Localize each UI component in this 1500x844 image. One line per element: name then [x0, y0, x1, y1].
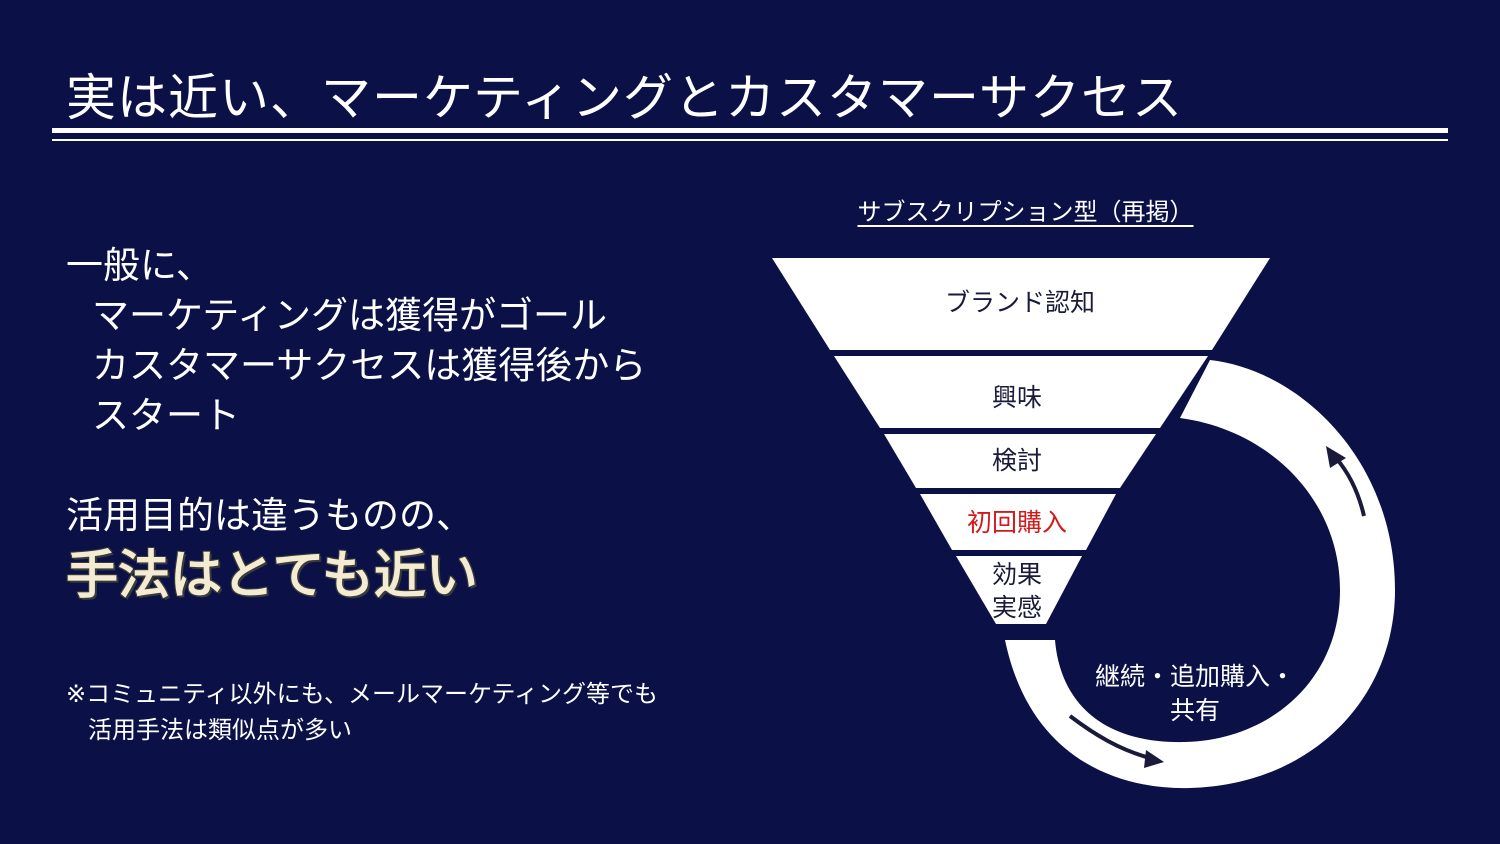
funnel-layer-awareness	[772, 258, 1270, 350]
title-underline-thin	[52, 139, 1448, 141]
marketing-text: マーケティングは獲得がゴール	[92, 294, 608, 337]
loop-band	[1005, 360, 1395, 789]
stage-first-purchase: 初回購入	[966, 508, 1067, 537]
purpose-text: 活用目的は違うものの、	[66, 494, 473, 537]
stage-effect-1: 効果	[991, 560, 1042, 589]
emphasis-text: 手法はとても近い	[66, 546, 478, 606]
stage-effect-2: 実感	[991, 593, 1042, 622]
intro-text: 一般に、	[66, 244, 213, 287]
loop-label-line-1: 継続・追加購入・	[1094, 662, 1295, 691]
note-line-1: ※コミュニティ以外にも、メールマーケティング等でも	[66, 680, 659, 708]
note-line-2: 活用手法は類似点が多い	[88, 716, 352, 744]
stage-interest: 興味	[991, 383, 1042, 412]
funnel-layer-effect	[956, 556, 1082, 624]
slide-title: 実は近い、マーケティングとカスタマーサクセス	[66, 69, 1183, 127]
title-underline-thick	[52, 128, 1448, 133]
loop-label: 継続・追加購入・ 共有	[1080, 660, 1310, 728]
stage-consideration: 検討	[991, 446, 1042, 475]
funnel-layer-first-purchase	[920, 494, 1116, 550]
funnel-layer-interest	[834, 356, 1208, 428]
start-text: スタート	[92, 394, 240, 437]
diagram-title: サブスクリプション型（再掲）	[857, 198, 1194, 226]
customer-success-text: カスタマーサクセスは獲得後から	[92, 344, 647, 387]
stage-brand-awareness: ブランド認知	[944, 288, 1095, 317]
funnel-layer-consideration	[884, 434, 1156, 488]
loop-arrowhead-right-icon	[1144, 750, 1164, 768]
loop-arrow-right-icon	[1068, 714, 1151, 760]
loop-label-line-2: 共有	[1169, 696, 1220, 725]
loop-arrowhead-up-icon	[1326, 446, 1346, 468]
